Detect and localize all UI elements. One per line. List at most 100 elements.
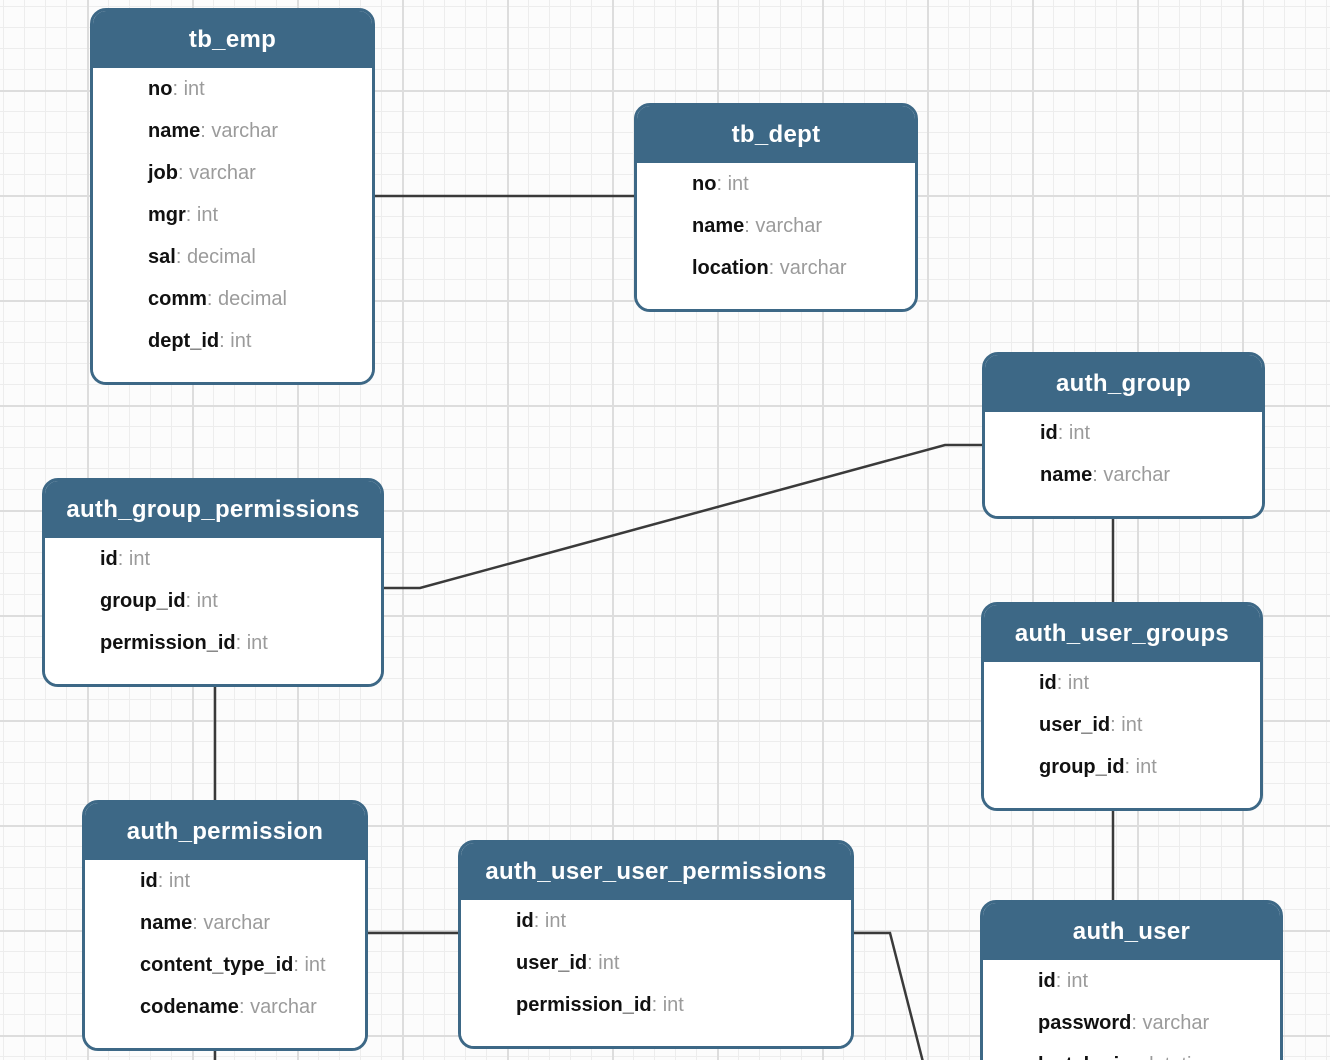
- field-type: int: [293, 954, 325, 977]
- table-header[interactable]: auth_user: [983, 903, 1280, 960]
- field-name: id: [516, 909, 534, 932]
- field-name: name: [692, 214, 745, 237]
- table-title: auth_user_user_permissions: [485, 857, 827, 885]
- field-name: mgr: [148, 203, 186, 226]
- table-body: idint user_idint permission_idint: [461, 900, 851, 1046]
- table-auth-user[interactable]: auth_user idint passwordvarchar last_log…: [980, 900, 1283, 1060]
- table-body: idint group_idint permission_idint: [45, 538, 381, 684]
- field-row: noint: [692, 163, 907, 205]
- table-title: auth_group: [1056, 369, 1191, 397]
- relationship-line-useruserperms-offscreen: [852, 931, 924, 1060]
- relationship-line-groupperms-authgroup: [384, 443, 984, 590]
- field-row: idint: [1038, 960, 1272, 1002]
- field-type: int: [219, 330, 251, 353]
- table-body: noint namevarchar locationvarchar: [637, 163, 915, 309]
- field-type: decimal: [207, 288, 287, 311]
- field-row: saldecimal: [148, 236, 364, 278]
- field-type: int: [534, 910, 566, 933]
- table-header[interactable]: tb_emp: [93, 11, 372, 68]
- field-name: name: [148, 119, 201, 142]
- field-type: varchar: [1131, 1012, 1209, 1035]
- field-row: jobvarchar: [148, 152, 364, 194]
- field-name: comm: [148, 287, 207, 310]
- field-name: id: [140, 869, 158, 892]
- field-row: namevarchar: [692, 205, 907, 247]
- field-type: int: [1110, 714, 1142, 737]
- table-header[interactable]: auth_group_permissions: [45, 481, 381, 538]
- field-type: int: [172, 78, 205, 101]
- table-auth-user-user-permissions[interactable]: auth_user_user_permissions idint user_id…: [458, 840, 854, 1049]
- table-header[interactable]: auth_group: [985, 355, 1262, 412]
- field-row: idint: [140, 860, 357, 902]
- table-title: tb_emp: [188, 25, 277, 53]
- field-name: no: [692, 172, 717, 195]
- field-row: namevarchar: [148, 110, 364, 152]
- field-type: int: [186, 590, 218, 613]
- field-name: id: [100, 547, 118, 570]
- field-type: int: [587, 952, 619, 975]
- field-type: int: [118, 548, 150, 571]
- field-row: mgrint: [148, 194, 364, 236]
- table-header[interactable]: auth_user_user_permissions: [461, 843, 851, 900]
- field-row: permission_idint: [100, 622, 373, 664]
- table-tb-dept[interactable]: tb_dept noint namevarchar locationvarcha…: [634, 103, 918, 312]
- field-row: namevarchar: [1040, 454, 1254, 496]
- field-type: int: [158, 870, 190, 893]
- table-header[interactable]: auth_permission: [85, 803, 365, 860]
- table-body: idint passwordvarchar last_logindatetime: [983, 960, 1280, 1060]
- field-name: name: [1040, 463, 1093, 486]
- field-name: location: [692, 256, 769, 279]
- table-body: idint user_idint group_idint: [984, 662, 1260, 808]
- table-header[interactable]: tb_dept: [637, 106, 915, 163]
- field-name: permission_id: [100, 631, 236, 654]
- table-header[interactable]: auth_user_groups: [984, 605, 1260, 662]
- table-title: tb_dept: [731, 120, 821, 148]
- field-row: idint: [516, 900, 843, 942]
- field-type: int: [1057, 672, 1089, 695]
- field-row: noint: [148, 68, 364, 110]
- field-name: id: [1038, 969, 1056, 992]
- field-type: varchar: [769, 257, 847, 280]
- field-type: varchar: [192, 912, 270, 935]
- field-row: commdecimal: [148, 278, 364, 320]
- field-row: locationvarchar: [692, 247, 907, 289]
- field-name: content_type_id: [140, 953, 294, 976]
- field-name: password: [1038, 1011, 1132, 1034]
- field-name: group_id: [1039, 755, 1125, 778]
- field-type: varchar: [744, 215, 822, 238]
- field-name: user_id: [516, 951, 588, 974]
- field-name: permission_id: [516, 993, 652, 1016]
- field-name: dept_id: [148, 329, 220, 352]
- field-row: passwordvarchar: [1038, 1002, 1272, 1044]
- table-auth-group-permissions[interactable]: auth_group_permissions idint group_idint…: [42, 478, 384, 687]
- field-type: int: [716, 173, 749, 196]
- field-name: job: [148, 161, 178, 184]
- field-row: content_type_idint: [140, 944, 357, 986]
- field-type: varchar: [200, 120, 278, 143]
- field-row: group_idint: [100, 580, 373, 622]
- field-type: int: [1125, 756, 1157, 779]
- field-type: datetime: [1131, 1054, 1219, 1060]
- field-row: user_idint: [1039, 704, 1252, 746]
- table-title: auth_permission: [126, 817, 324, 845]
- table-body: noint namevarchar jobvarchar mgrint sald…: [93, 68, 372, 382]
- field-type: varchar: [178, 162, 256, 185]
- field-row: idint: [1040, 412, 1254, 454]
- table-title: auth_user_groups: [1014, 619, 1230, 647]
- table-tb-emp[interactable]: tb_emp noint namevarchar jobvarchar mgri…: [90, 8, 375, 385]
- field-row: idint: [100, 538, 373, 580]
- field-name: id: [1039, 671, 1057, 694]
- field-row: last_logindatetime: [1038, 1044, 1272, 1060]
- field-type: int: [1058, 422, 1090, 445]
- field-type: varchar: [239, 996, 317, 1019]
- field-type: int: [1056, 970, 1088, 993]
- table-auth-user-groups[interactable]: auth_user_groups idint user_idint group_…: [981, 602, 1263, 811]
- table-title: auth_user: [1072, 917, 1191, 945]
- table-auth-permission[interactable]: auth_permission idint namevarchar conten…: [82, 800, 368, 1051]
- field-type: int: [652, 994, 684, 1017]
- field-row: group_idint: [1039, 746, 1252, 788]
- field-name: id: [1040, 421, 1058, 444]
- table-auth-group[interactable]: auth_group idint namevarchar: [982, 352, 1265, 519]
- field-name: codename: [140, 995, 239, 1018]
- field-name: group_id: [100, 589, 186, 612]
